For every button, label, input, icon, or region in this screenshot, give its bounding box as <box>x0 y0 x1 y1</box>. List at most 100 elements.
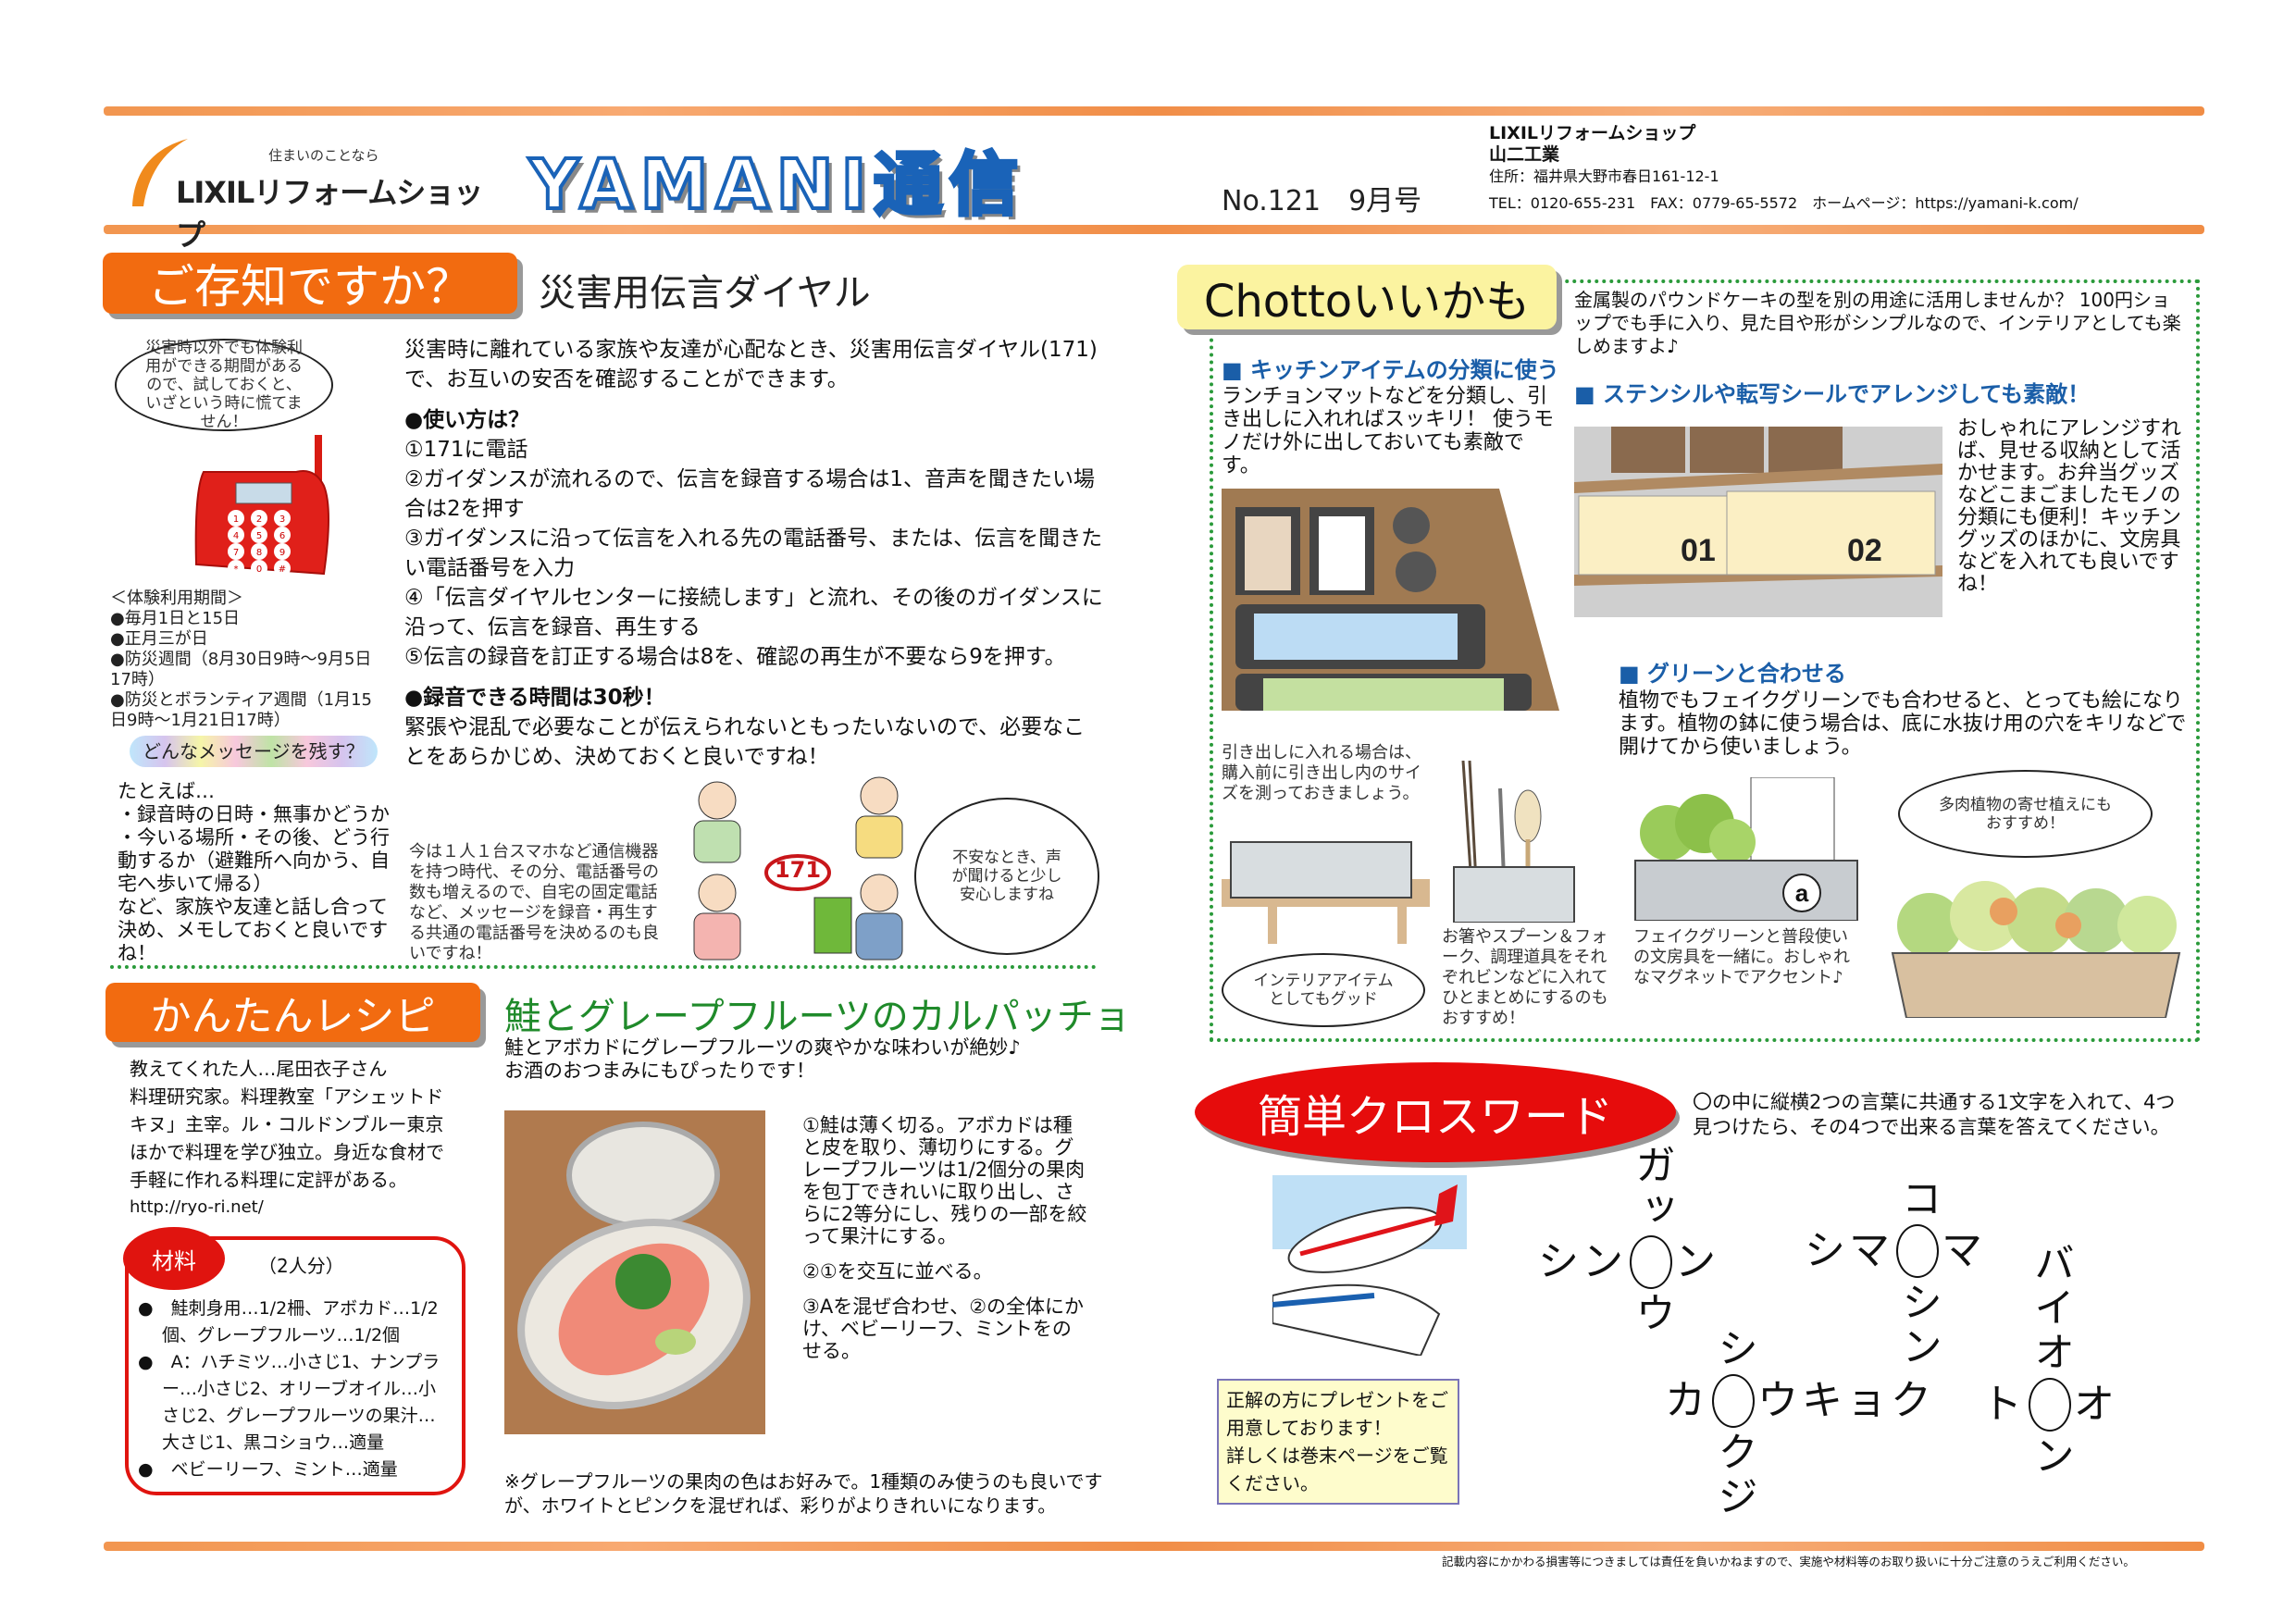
dial-intro: 災害時に離れている家族や友達が心配なとき、災害用伝言ダイヤル(171)で、お互い… <box>404 338 1098 391</box>
header-top-band <box>104 106 2204 116</box>
phone-key-label: 1 <box>233 514 239 525</box>
servings: （2人分） <box>258 1255 344 1277</box>
box-label-01: 01 <box>1681 533 1716 568</box>
dial-title: 災害用伝言ダイヤル <box>539 272 871 315</box>
recipe-note: ※グレープフルーツの果肉の色はお好みで。1種類のみ使うのも良いですが、ホワイトと… <box>504 1470 1103 1517</box>
fake-green-note: フェイクグリーンと普段使いの文房具を一緒に。おしゃれなマグネットでアクセント♪ <box>1633 927 1850 987</box>
phone-key-label: * <box>234 564 239 575</box>
reassurance-text: 不安なとき、声が聞けると少し安心しますね <box>951 849 1062 904</box>
utensil-note: お箸やスプーン＆フォーク、調理道具をそれぞれビンなどに入れてひとまとめにするのも… <box>1442 927 1608 1028</box>
newsletter-title: YAMANI通信 <box>527 143 1026 227</box>
crossword-word-down: ン <box>2027 1434 2074 1479</box>
phone-key <box>251 560 267 576</box>
phone-key <box>251 510 267 527</box>
phone-key <box>228 560 244 576</box>
carpaccio-photo <box>504 1110 765 1434</box>
section-tab-recipe: かんたんレシピ <box>105 983 480 1042</box>
chotto-box <box>1210 279 2200 1042</box>
ingredient-item: ● A：ハチミツ…小さじ1、ナンプラー…小さじ2、オリーブオイル…小さじ2、グレ… <box>138 1352 441 1453</box>
phone-key <box>251 543 267 560</box>
phone-key-label: 5 <box>256 531 262 541</box>
ingredient-item: ● 鮭刺身用…1/2柵、アボカド…1/2個、グレープフルーツ…1/2個 <box>138 1298 439 1345</box>
period-item: ●毎月1日と15日 <box>110 609 241 628</box>
teacher-bio: 料理研究家。料理教室「アシェットドキヌ」主宰。ル・コルドンブルー東京ほかで料理を… <box>130 1085 444 1191</box>
footer-disclaimer: 記載内容にかかわる損害等につきましては責任を負いかねますので、実施や材料等のお取… <box>1442 1555 2135 1568</box>
loaf-pan-on-table-illustration <box>1222 841 1430 944</box>
phone-key-label: 6 <box>279 531 285 541</box>
header-bottom-band <box>104 225 2204 234</box>
ingredient-text: ベビーリーフ、ミント…適量 <box>170 1459 398 1480</box>
crossword-blank-circle[interactable] <box>1630 1235 1672 1289</box>
phone-key <box>274 510 291 527</box>
teacher-url[interactable]: http://ryo-ri.net/ <box>130 1197 264 1217</box>
recipe-step: ①鮭は薄く切る。アボカドは種と皮を取り、薄切りにする。グレープフルーツは1/2個… <box>802 1114 1087 1247</box>
utensils-illustration <box>1453 761 1575 923</box>
company-name: 山二工業 <box>1489 144 1560 165</box>
phone-key-label: 9 <box>279 548 285 558</box>
phone-key-label: 4 <box>233 531 239 541</box>
example-line: ・今いる場所・その後、どう行動するか（避難所へ向かう、自宅へ歩いて帰る） <box>118 826 390 895</box>
howto-title: ●使い方は？ <box>404 408 530 432</box>
crossword-word-up: シ <box>1710 1327 1757 1371</box>
crossword-word-right: オ <box>2074 1381 2118 1428</box>
example-line: ・録音時の日時・無事かどうか <box>118 803 390 825</box>
crossword-word-up: ガッ <box>1628 1144 1675 1233</box>
kitchen-text: ランチョンマットなどを分類し、引き出しに入れればスッキリ！ 使うモノだけ外に出し… <box>1222 385 1554 477</box>
crossword-word-right: マ <box>1942 1227 1986 1274</box>
issue-number: No.121 9月号 <box>1222 185 1422 217</box>
crossword-word-down: シン <box>1894 1281 1942 1370</box>
period-title: ＜体験利用期間＞ <box>110 589 243 608</box>
phone-key <box>228 543 244 560</box>
section-tab-crossword: 簡単クロスワード <box>1195 1062 1676 1162</box>
howto-step: ②ガイダンスが流れるので、伝言を録音する場合は1、音声を聞きたい場合は2を押す <box>404 467 1095 521</box>
drawer-illustration <box>1222 489 1559 711</box>
example-line: など、家族や友達と話し合って決め、メモしておくと良いですね！ <box>118 896 389 964</box>
teacher-name: 教えてくれた人…尾田衣子さん <box>130 1058 388 1080</box>
green-heading: ■ グリーンと合わせる <box>1619 661 1846 687</box>
shop-info: LIXILリフォームショップ 山二工業 住所：福井県大野市春日161-12-1 … <box>1489 123 2079 214</box>
ingredient-text: 鮭刺身用…1/2柵、アボカド…1/2個、グレープフルーツ…1/2個 <box>162 1298 439 1345</box>
period-item: ●防災週間（8月30日9時～9月5日17時） <box>110 650 372 689</box>
crossword-tab-label: 簡単クロスワード <box>1257 1091 1613 1143</box>
example-line: たとえば… <box>118 780 215 802</box>
crossword-word-down: ウ <box>1628 1292 1675 1336</box>
message-label-text: どんなメッセージを残す？ <box>143 740 365 762</box>
record-time-text: 緊張や混乱で必要なことが伝えられないともったいないので、必要なことをあらかじめ、… <box>404 715 1086 769</box>
phone-key-label: 3 <box>279 514 285 525</box>
interior-bubble: インテリアアイテムとしてもグッド <box>1222 953 1425 1027</box>
lixil-logo: 住まいのことなら LIXILリフォームショップ <box>125 134 495 253</box>
stencil-text: おしゃれにアレンジすれば、見せる収納として活かせます。お弁当グッズなどこまごまし… <box>1957 417 2182 596</box>
crossword-word-left: カ <box>1665 1377 1709 1424</box>
crossword-word-down: クジ <box>1710 1431 1757 1519</box>
box-label-02: 02 <box>1847 533 1882 568</box>
period-item: ●正月三が日 <box>110 629 208 649</box>
howto-step: ①171に電話 <box>404 438 528 462</box>
crossword-blank-circle[interactable] <box>2029 1378 2071 1432</box>
crossword-word-up: バイオ <box>2027 1242 2074 1375</box>
magnet-letter: a <box>1795 879 1809 907</box>
dial-body: 災害時に離れている家族や友達が心配なとき、災害用伝言ダイヤル(171)で、お互い… <box>404 335 1103 772</box>
howto-step: ③ガイダンスに沿って伝言を入れる先の電話番号、または、伝言を聞きたい電話番号を入… <box>404 527 1103 580</box>
crossword-instruction: 〇の中に縦横2つの言葉に共通する1文字を入れて、4つ見つけたら、その4つで出来る… <box>1693 1091 2176 1138</box>
record-time-title: ●録音できる時間は30秒！ <box>404 686 665 710</box>
recipe-step: ②①を交互に並べる。 <box>802 1260 993 1283</box>
phone-note: 今は１人１台スマホなど通信機器を持つ時代、その分、電話番号の数も増えるので、自宅… <box>409 842 659 963</box>
phone-key <box>274 560 291 576</box>
drawer-note: 引き出しに入れる場合は、購入前に引き出し内のサイズを測っておきましょう。 <box>1222 743 1421 803</box>
chotto-tab-label: Chottoいいかも <box>1203 276 1531 328</box>
contact: TEL：0120-655-231 FAX：0779-65-5572 ホームページ… <box>1489 194 2079 212</box>
shop-name: LIXILリフォームショップ <box>1489 123 1696 143</box>
green-text: 植物でもフェイクグリーンでも合わせると、とっても絵になります。植物の鉢に使う場合… <box>1619 689 2187 759</box>
period-item: ●防災とボランティア週間（1月15日9時～1月21日17時） <box>110 690 372 730</box>
message-label: どんなメッセージを残す？ <box>130 736 378 767</box>
crossword-blank-circle[interactable] <box>1712 1374 1755 1428</box>
people-calling-illustration <box>693 776 903 961</box>
crossword-blank-circle[interactable] <box>1896 1224 1939 1278</box>
howto-step: ④「伝言ダイヤルセンターに接続します」と流れ、その後のガイダンスに沿って、伝言を… <box>404 586 1103 639</box>
section-divider <box>110 965 1097 969</box>
ingredients-label: 材料 <box>123 1227 225 1290</box>
succulent-planter-illustration <box>1891 881 2181 1018</box>
171-badge: 171 <box>774 857 822 883</box>
ingredients-label-text: 材料 <box>152 1247 196 1274</box>
